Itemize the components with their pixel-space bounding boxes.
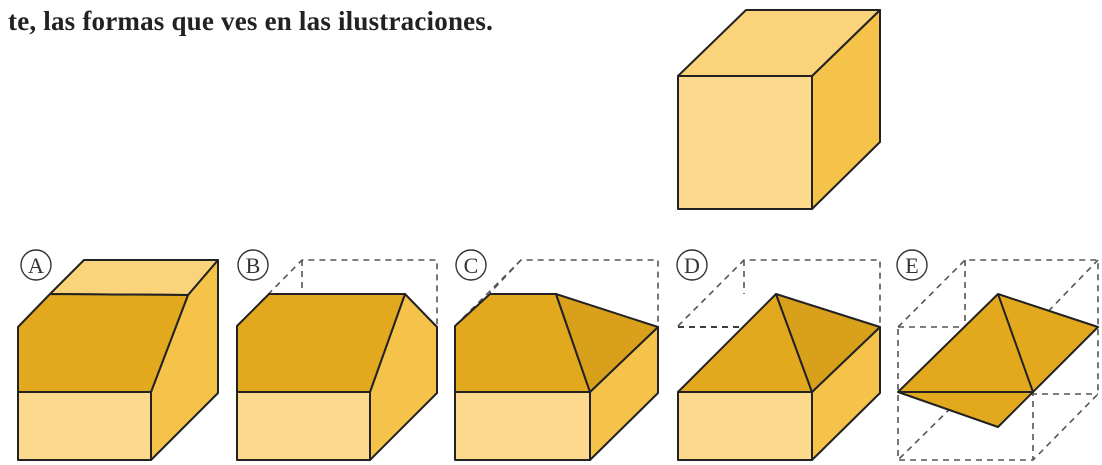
reference-cube-top <box>677 9 881 77</box>
option-e[interactable]: E <box>896 249 1099 461</box>
option-b-front <box>236 391 371 461</box>
option-a-label: A <box>28 253 44 278</box>
option-c-cut-face-right <box>555 293 659 393</box>
option-a-badge <box>20 249 52 281</box>
option-c[interactable]: C <box>454 249 659 461</box>
option-c-front <box>454 391 591 461</box>
option-e-badge <box>896 249 928 281</box>
option-b-cut-face <box>236 293 406 393</box>
option-d-label: D <box>684 253 700 278</box>
reference-cube <box>677 9 881 210</box>
option-a-top <box>49 259 219 296</box>
intro-text: te, las formas que ves en las ilustracio… <box>8 6 494 36</box>
option-e-label: E <box>905 253 918 278</box>
option-e-cut-diagonal <box>997 293 1034 393</box>
option-a-cut-face <box>17 293 189 393</box>
option-c-hidden-edges <box>454 259 659 327</box>
option-a-front <box>17 391 152 461</box>
option-d-hidden-edges <box>677 259 881 327</box>
option-a[interactable]: A <box>17 249 219 461</box>
reference-cube-front <box>677 75 813 210</box>
option-d[interactable]: D <box>676 249 881 461</box>
option-b-label: B <box>246 253 261 278</box>
option-c-badge <box>455 249 487 281</box>
option-c-hidden-diagonal <box>489 259 522 294</box>
option-e-cut-face <box>897 293 1099 428</box>
option-b[interactable]: B <box>236 249 438 461</box>
option-d-front <box>677 391 813 461</box>
option-b-badge <box>237 249 269 281</box>
option-d-badge <box>676 249 708 281</box>
option-d-cut-face-right <box>775 293 881 393</box>
option-c-label: C <box>464 253 479 278</box>
